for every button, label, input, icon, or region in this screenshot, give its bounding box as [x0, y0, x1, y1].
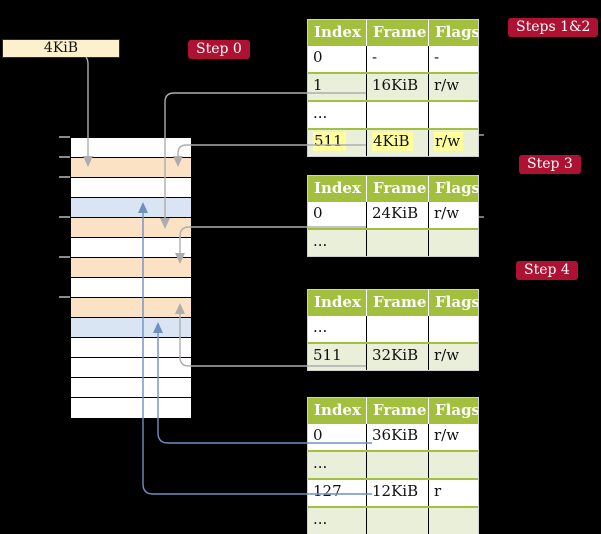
memory-row-white [71, 178, 191, 198]
table-row: 1 16KiB r/w [308, 72, 478, 100]
page-table-1: Index Frame Flags 0 - - 1 16KiB r/w ... … [307, 19, 479, 157]
memory-row-white [71, 238, 191, 258]
table-row: 0 36KiB r/w [308, 424, 478, 450]
cell-index: 0 [313, 426, 323, 444]
cell-index: 127 [313, 482, 342, 500]
cell-frame: 4KiB [366, 130, 428, 156]
cell-flags [428, 230, 478, 256]
table-row: 127 12KiB r [308, 478, 478, 506]
label-steps-1-2: Steps 1&2 [508, 18, 599, 37]
cell-index: ... [313, 510, 328, 528]
table-row: 511 32KiB r/w [308, 342, 478, 370]
cell-frame [366, 102, 428, 128]
col-header-flags: Flags [428, 398, 478, 424]
cell-flags: r/w [428, 424, 478, 450]
table-header: Index Frame Flags [308, 20, 478, 46]
col-header-index: Index [314, 23, 361, 41]
col-header-frame: Frame [366, 20, 428, 46]
memory-tick-mark [59, 256, 70, 258]
memory-row-white [71, 338, 191, 358]
cell-flags: r/w [428, 202, 478, 228]
table-row-highlighted: 511 4KiB r/w [308, 128, 478, 156]
cell-frame [366, 508, 428, 534]
cell-index: ... [313, 454, 328, 472]
cell-flags: r/w [428, 344, 478, 370]
table-row: ... [308, 450, 478, 478]
root-table-pointer-box: 4KiB [2, 39, 120, 58]
table-row: ... [308, 228, 478, 256]
label-step-3: Step 3 [519, 155, 581, 174]
cell-flags: - [428, 46, 478, 72]
col-header-index: Index [314, 401, 361, 419]
memory-row-white [71, 378, 191, 398]
memory-column [70, 137, 192, 419]
cell-index: ... [313, 318, 328, 336]
cell-frame [366, 230, 428, 256]
memory-tick-mark [59, 296, 70, 298]
cell-flags: r/w [428, 130, 478, 156]
cell-frame [366, 452, 428, 478]
table-row: ... [308, 100, 478, 128]
cell-index: 511 [313, 346, 342, 364]
memory-row-white [71, 358, 191, 378]
memory-row-peach [71, 258, 191, 278]
memory-row-peach [71, 298, 191, 318]
cell-flags: r [428, 480, 478, 506]
memory-row-white [71, 278, 191, 298]
table-header: Index Frame Flags [308, 290, 478, 316]
col-header-index: Index [314, 293, 361, 311]
page-table-2: Index Frame Flags 0 24KiB r/w ... [307, 175, 479, 257]
col-header-frame: Frame [366, 290, 428, 316]
cell-flags: r/w [428, 74, 478, 100]
col-header-flags: Flags [428, 290, 478, 316]
cell-index: ... [313, 104, 328, 122]
cell-flags [428, 102, 478, 128]
memory-row-peach [71, 218, 191, 238]
memory-tick-mark [59, 176, 70, 178]
memory-row-white [71, 398, 191, 418]
memory-row-white [71, 138, 191, 158]
page-table-3: Index Frame Flags ... 511 32KiB r/w [307, 289, 479, 371]
table-row: 0 - - [308, 46, 478, 72]
cell-index: ... [313, 232, 328, 250]
cell-index: 0 [313, 48, 323, 66]
cell-frame: - [366, 46, 428, 72]
cell-frame: 36KiB [366, 424, 428, 450]
cell-frame: 32KiB [366, 344, 428, 370]
memory-tick-mark [59, 216, 70, 218]
cell-index: 511 [308, 130, 366, 156]
table-header: Index Frame Flags [308, 398, 478, 424]
cell-flags [428, 316, 478, 342]
cell-flags [428, 452, 478, 478]
col-header-flags: Flags [428, 20, 478, 46]
cell-frame: 16KiB [366, 74, 428, 100]
memory-row-peach [71, 158, 191, 178]
col-header-frame: Frame [366, 398, 428, 424]
cell-index: 1 [313, 76, 323, 94]
cell-frame [366, 316, 428, 342]
memory-tick-mark [59, 156, 70, 158]
memory-tick-mark [59, 136, 70, 138]
cell-flags [428, 508, 478, 534]
table-row: ... [308, 506, 478, 534]
memory-row-blue [71, 198, 191, 218]
label-step-0: Step 0 [188, 40, 250, 59]
table-header: Index Frame Flags [308, 176, 478, 202]
cell-frame: 12KiB [366, 480, 428, 506]
cell-index: 0 [313, 204, 323, 222]
label-step-4: Step 4 [516, 261, 578, 280]
col-header-flags: Flags [428, 176, 478, 202]
col-header-frame: Frame [366, 176, 428, 202]
col-header-index: Index [314, 179, 361, 197]
table-row: 0 24KiB r/w [308, 202, 478, 228]
table-row: ... [308, 316, 478, 342]
page-table-4: Index Frame Flags 0 36KiB r/w ... 127 12… [307, 397, 479, 534]
cell-frame: 24KiB [366, 202, 428, 228]
memory-row-blue [71, 318, 191, 338]
